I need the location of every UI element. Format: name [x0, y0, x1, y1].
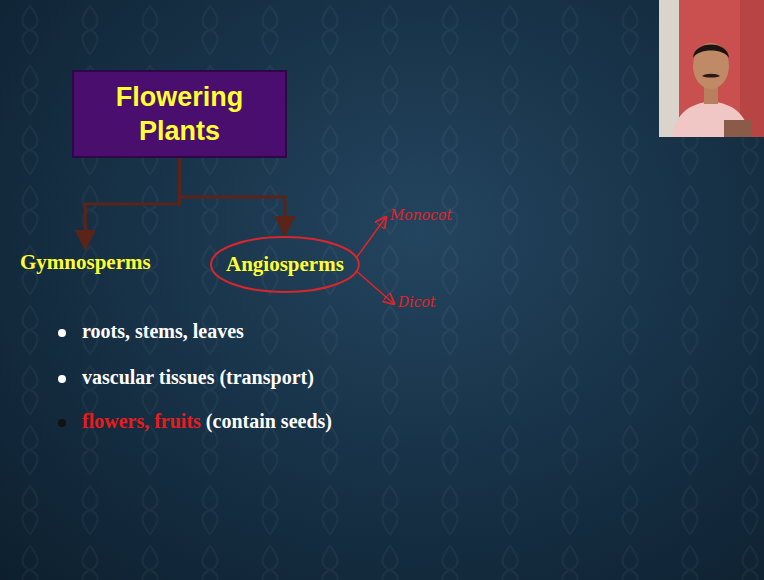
bullet-text: (contain seeds)	[206, 410, 332, 433]
hand-drawn-arrow	[356, 217, 386, 259]
bullet	[58, 419, 66, 427]
node-text: Gymnosperms	[20, 250, 151, 275]
hand-drawn-arrow	[356, 271, 394, 305]
class-name: Gymnosperms	[20, 250, 151, 275]
node-text: Flowering Plants	[88, 80, 271, 148]
handwritten-note: Dicot	[396, 292, 438, 312]
circled-class-name: Angiosperms	[210, 236, 360, 293]
handwritten-note: Monocot	[388, 205, 454, 225]
webcam-inset	[659, 0, 764, 137]
node-text: Dicot	[398, 294, 436, 310]
bullet-text: vascular tissues (transport)	[82, 366, 314, 389]
branch-arrow	[85, 158, 179, 249]
branch-arrow	[180, 158, 285, 235]
bullet-text: flowers, fruits	[82, 410, 201, 433]
node-text: Angiosperms	[226, 252, 344, 277]
bullet	[58, 375, 66, 383]
title-box: Flowering Plants	[72, 70, 287, 158]
node-text: Monocot	[390, 207, 452, 223]
bullet-text: roots, stems, leaves	[82, 320, 244, 343]
bullet	[58, 329, 66, 337]
